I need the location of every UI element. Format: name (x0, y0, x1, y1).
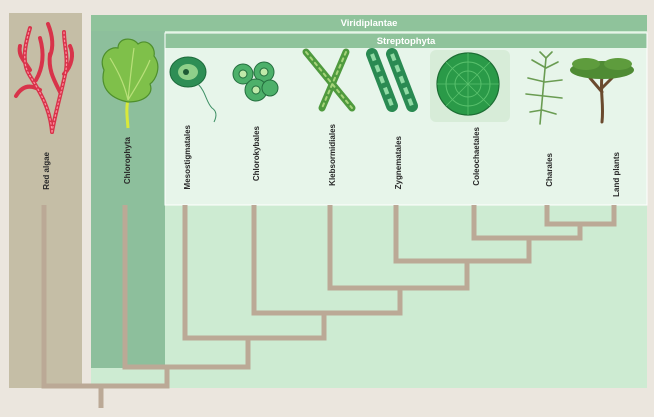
red-alga-illustration (14, 22, 74, 134)
viridiplantae-header-bar (91, 15, 647, 31)
coleochaetales-illustration (430, 50, 510, 122)
branch-chlorokybales (251, 205, 403, 316)
streptophyta-label: Streptophyta (377, 36, 436, 47)
land-plant-tree-illustration (570, 58, 634, 124)
klebsormidiales-illustration (302, 48, 356, 112)
branch-zygnematales (393, 205, 532, 264)
streptophyta-panel-border (164, 32, 648, 206)
viridiplantae-label: Viridiplantae (341, 18, 398, 29)
branch-charales-land-plants (544, 205, 617, 227)
taxon-label-charales: Charales (545, 152, 554, 186)
taxon-label-red-algae: Red algae (42, 151, 51, 189)
chlorokybales-illustration (232, 61, 279, 102)
mesostigmatales-illustration (169, 56, 217, 123)
chlorophyta-illustration (101, 38, 159, 129)
taxon-label-chlorokybales: Chlorokybales (252, 125, 261, 181)
branch-red-algae (41, 205, 170, 389)
charales-illustration (525, 51, 563, 125)
branch-coleochaetales (471, 205, 583, 241)
branch-klebsormidiales (327, 205, 470, 291)
branch-viridiplantae (122, 205, 251, 370)
taxon-label-coleochaetales: Coleochaetales (472, 126, 481, 185)
taxon-label-chlorophyta: Chlorophyta (123, 136, 132, 184)
taxon-label-zygnematales: Zygnematales (394, 135, 403, 189)
streptophyta-panel (165, 33, 647, 205)
taxon-label-land-plants: Land plants (612, 151, 621, 196)
streptophyta-header-bar (165, 33, 647, 48)
phylogenetic-tree (41, 205, 617, 408)
zygnematales-illustration (366, 48, 418, 112)
taxon-label-mesostigmatales: Mesostigmatales (183, 124, 192, 189)
branch-mesostigmatales (182, 205, 327, 341)
taxon-label-klebsormidiales: Klebsormidiales (328, 123, 337, 185)
